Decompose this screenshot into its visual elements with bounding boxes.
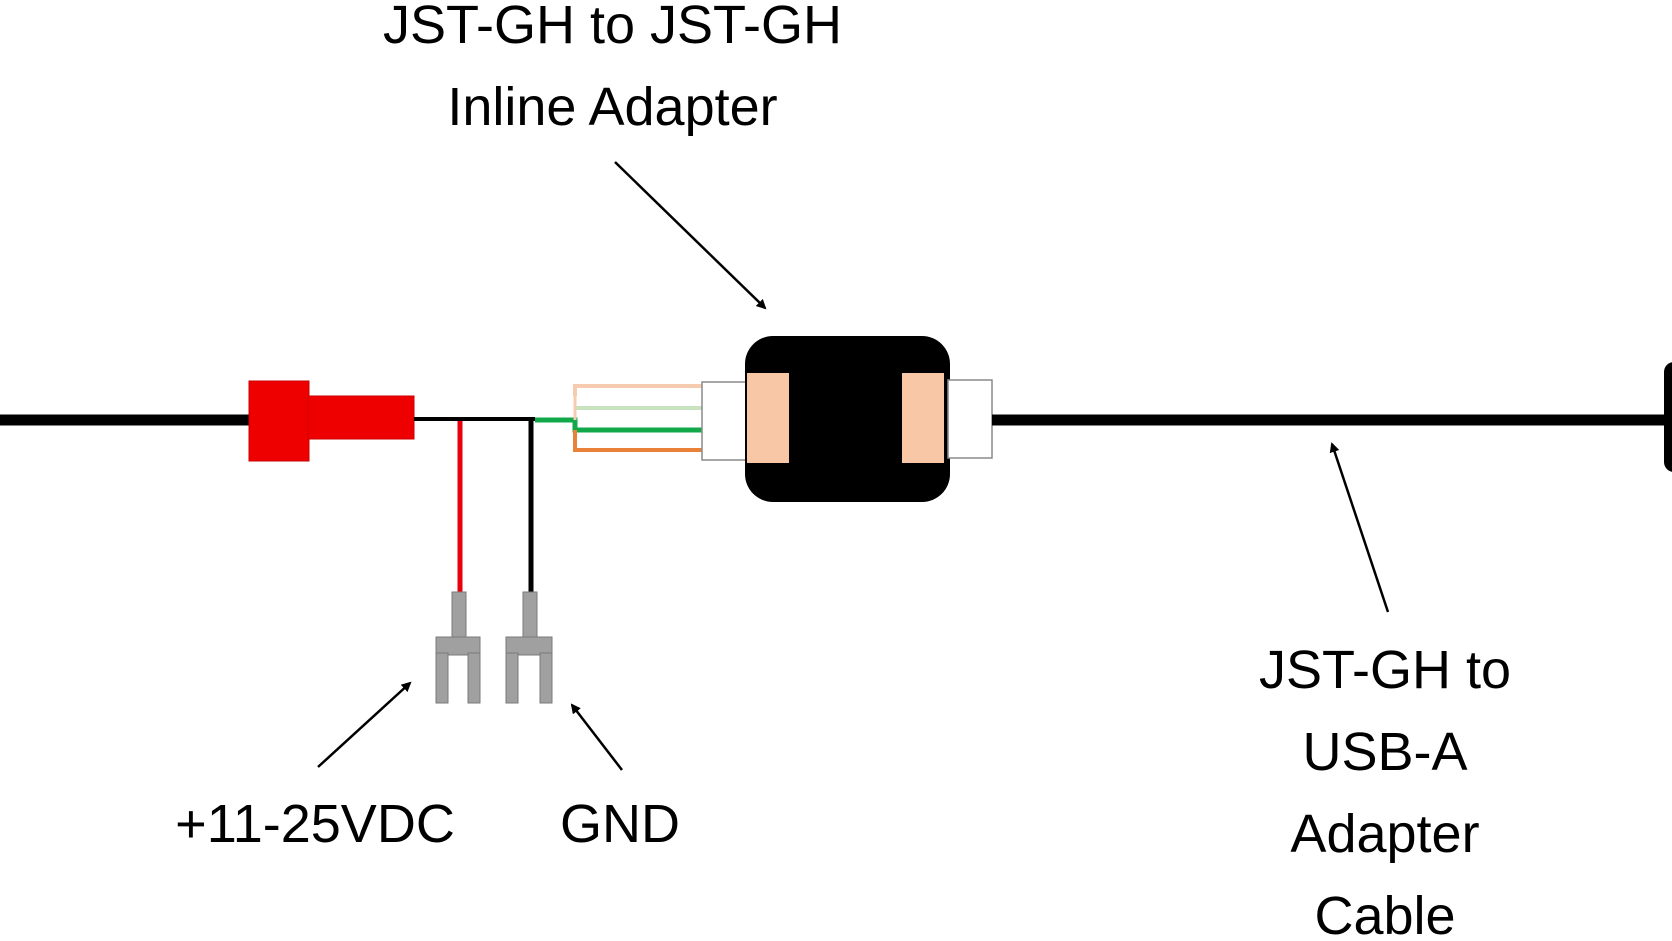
inline-adapter-arrow <box>614 161 767 310</box>
usb-cable-label-line3: Adapter <box>1290 804 1480 864</box>
usb-cable-label-line1: JST-GH to <box>1258 640 1512 700</box>
usb-cable-label: JST-GH to USB-A Adapter Cable <box>1215 629 1555 941</box>
ground-arrow <box>570 703 623 771</box>
power-spade-terminal <box>435 591 481 704</box>
inline-adapter-label-line2: Inline Adapter <box>447 77 778 137</box>
jst-gh-inline-adapter <box>701 336 993 502</box>
usb-a-plug <box>1664 362 1672 472</box>
inline-adapter-label-line1: JST-GH to JST-GH <box>382 0 843 55</box>
ground-label: GND <box>560 794 680 854</box>
usb-cable-label-line2: USB-A <box>1302 722 1468 782</box>
usb-cable-label-line4: Cable <box>1314 886 1456 941</box>
wire-bundle <box>535 384 702 452</box>
ground-spade-terminal <box>505 591 553 704</box>
inline-adapter-label: JST-GH to JST-GH Inline Adapter <box>360 0 865 148</box>
power-arrow <box>317 681 412 768</box>
usb-cable-arrow <box>1329 442 1390 613</box>
power-label: +11-25VDC <box>175 794 455 854</box>
red-inline-connector <box>248 380 415 462</box>
